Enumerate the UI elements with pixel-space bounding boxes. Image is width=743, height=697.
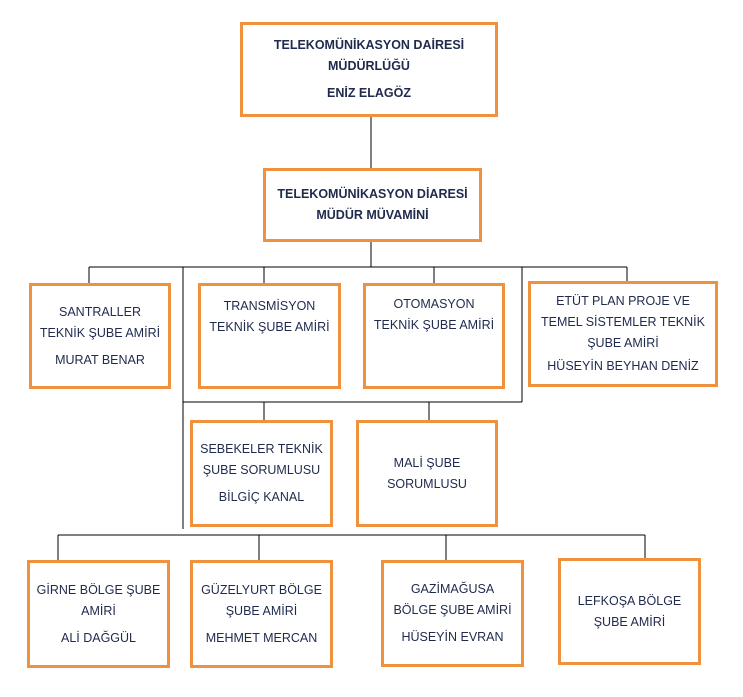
gazimagusa-box: GAZİMAĞUSA BÖLGE ŞUBE AMİRİ HÜSEYİN EVRA…	[381, 560, 524, 667]
girne-box: GİRNE BÖLGE ŞUBE AMİRİ ALİ DAĞGÜL	[27, 560, 170, 668]
lefkosa-title: LEFKOŞA BÖLGE ŞUBE AMİRİ	[577, 593, 682, 629]
transmisyon-title: TRANSMİSYON TEKNİK ŞUBE AMİRİ	[209, 299, 330, 334]
otomasyon-title: OTOMASYON TEKNİK ŞUBE AMİRİ	[373, 297, 495, 332]
sebekeler-name: BİLGİÇ KANAL	[218, 490, 305, 504]
girne-name: ALİ DAĞGÜL	[60, 630, 137, 645]
deputy-director-box: TELEKOMÜNİKASYON DİARESİ MÜDÜR MÜVAMİNİ	[263, 168, 482, 242]
deputy-director-title: TELEKOMÜNİKASYON DİARESİ MÜDÜR MÜVAMİNİ	[277, 187, 468, 222]
director-name: ENİZ ELAGÖZ	[326, 86, 412, 100]
girne-title: GİRNE BÖLGE ŞUBE AMİRİ	[36, 582, 161, 618]
guzelyurt-box: GÜZELYURT BÖLGE ŞUBE AMİRİ MEHMET MERCAN	[190, 560, 333, 668]
etut-plan-proje-title: ETÜT PLAN PROJE VE TEMEL SİSTEMLER TEKNİ…	[541, 294, 705, 350]
otomasyon-box: OTOMASYON TEKNİK ŞUBE AMİRİ	[363, 283, 505, 389]
sebekeler-box: SEBEKELER TEKNİK ŞUBE SORUMLUSU BİLGİÇ K…	[190, 420, 333, 527]
gazimagusa-name: HÜSEYİN EVRAN	[401, 630, 504, 644]
lefkosa-box: LEFKOŞA BÖLGE ŞUBE AMİRİ	[558, 558, 701, 665]
mali-sube-title: MALİ ŞUBE SORUMLUSU	[387, 455, 467, 491]
santraller-title: SANTRALLER TEKNİK ŞUBE AMİRİ	[39, 304, 161, 340]
santraller-name: MURAT BENAR	[55, 352, 145, 367]
etut-plan-proje-box: ETÜT PLAN PROJE VE TEMEL SİSTEMLER TEKNİ…	[528, 281, 718, 387]
guzelyurt-name: MEHMET MERCAN	[205, 630, 318, 645]
guzelyurt-title: GÜZELYURT BÖLGE ŞUBE AMİRİ	[201, 582, 322, 618]
mali-sube-box: MALİ ŞUBE SORUMLUSU	[356, 420, 498, 527]
transmisyon-box: TRANSMİSYON TEKNİK ŞUBE AMİRİ	[198, 283, 341, 389]
etut-plan-proje-name: HÜSEYİN BEYHAN DENİZ	[547, 359, 699, 373]
sebekeler-title: SEBEKELER TEKNİK ŞUBE SORUMLUSU	[200, 442, 323, 477]
gazimagusa-title: GAZİMAĞUSA BÖLGE ŞUBE AMİRİ	[393, 582, 512, 617]
director-title: TELEKOMÜNİKASYON DAİRESİ MÜDÜRLÜĞÜ	[273, 38, 465, 73]
director-box: TELEKOMÜNİKASYON DAİRESİ MÜDÜRLÜĞÜ ENİZ …	[240, 22, 498, 117]
santraller-box: SANTRALLER TEKNİK ŞUBE AMİRİ MURAT BENAR	[29, 283, 171, 389]
